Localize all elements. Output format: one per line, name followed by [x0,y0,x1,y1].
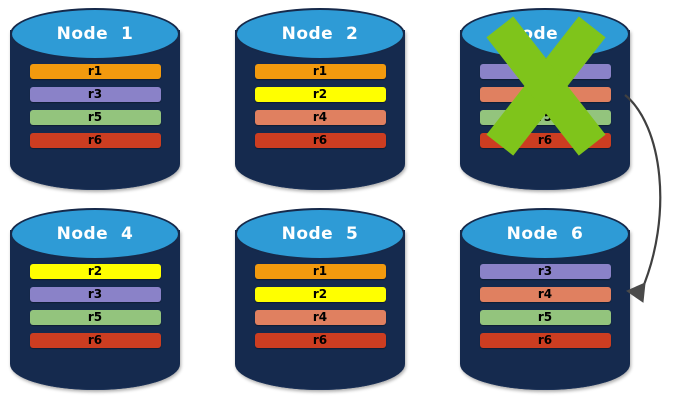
replica-bar[interactable]: r4 [479,87,611,102]
cylinder-top-ellipse [10,8,180,60]
replica-bar[interactable]: r6 [29,133,161,148]
failover-arrow-curve [624,94,662,293]
replica-bar[interactable]: r3 [479,264,611,279]
replica-list: r1 r2 r4 r6 [235,264,405,356]
node-label: Node 5 [281,224,359,244]
node-label: Node 6 [506,224,584,244]
replica-bar[interactable]: r6 [479,133,611,148]
replica-list: r1 r3 r5 r6 [10,64,180,156]
replica-bar[interactable]: r5 [479,110,611,125]
cylinder-top-ellipse [10,208,180,260]
replica-bar[interactable]: r3 [29,87,161,102]
node-cylinder[interactable]: Node 6 r3 r4 r5 r6 [460,208,630,390]
replica-bar[interactable]: r6 [29,333,161,348]
node-label: Node 3 [506,24,584,44]
replica-bar[interactable]: r4 [254,110,386,125]
replica-bar[interactable]: r1 [254,264,386,279]
replica-bar[interactable]: r5 [29,110,161,125]
node-cylinder[interactable]: Node 1 r1 r3 r5 r6 [10,8,180,190]
node-cylinder[interactable]: Node 3 r3 r4 r5 r6 [460,8,630,190]
cylinder-top-ellipse [235,8,405,60]
cylinder-top-ellipse [235,208,405,260]
replica-bar[interactable]: r4 [479,287,611,302]
replica-list: r1 r2 r4 r6 [235,64,405,156]
replica-bar[interactable]: r5 [479,310,611,325]
node-cylinder[interactable]: Node 2 r1 r2 r4 r6 [235,8,405,190]
node-label: Node 4 [56,224,134,244]
node-cylinder[interactable]: Node 5 r1 r2 r4 r6 [235,208,405,390]
replica-bar[interactable]: r6 [254,333,386,348]
node-label: Node 1 [56,24,134,44]
replica-bar[interactable]: r2 [29,264,161,279]
replica-bar[interactable]: r4 [254,310,386,325]
cylinder-top-ellipse [460,208,630,260]
replica-bar[interactable]: r1 [29,64,161,79]
replica-bar[interactable]: r2 [254,87,386,102]
replica-bar[interactable]: r2 [254,287,386,302]
replica-list: r2 r3 r5 r6 [10,264,180,356]
replica-bar[interactable]: r6 [254,133,386,148]
replica-bar[interactable]: r5 [29,310,161,325]
node-cylinder[interactable]: Node 4 r2 r3 r5 r6 [10,208,180,390]
replica-bar[interactable]: r6 [479,333,611,348]
replica-list: r3 r4 r5 r6 [460,264,630,356]
replica-bar[interactable]: r1 [254,64,386,79]
node-label: Node 2 [281,24,359,44]
replica-bar[interactable]: r3 [29,287,161,302]
replica-list: r3 r4 r5 r6 [460,64,630,156]
replica-bar[interactable]: r3 [479,64,611,79]
